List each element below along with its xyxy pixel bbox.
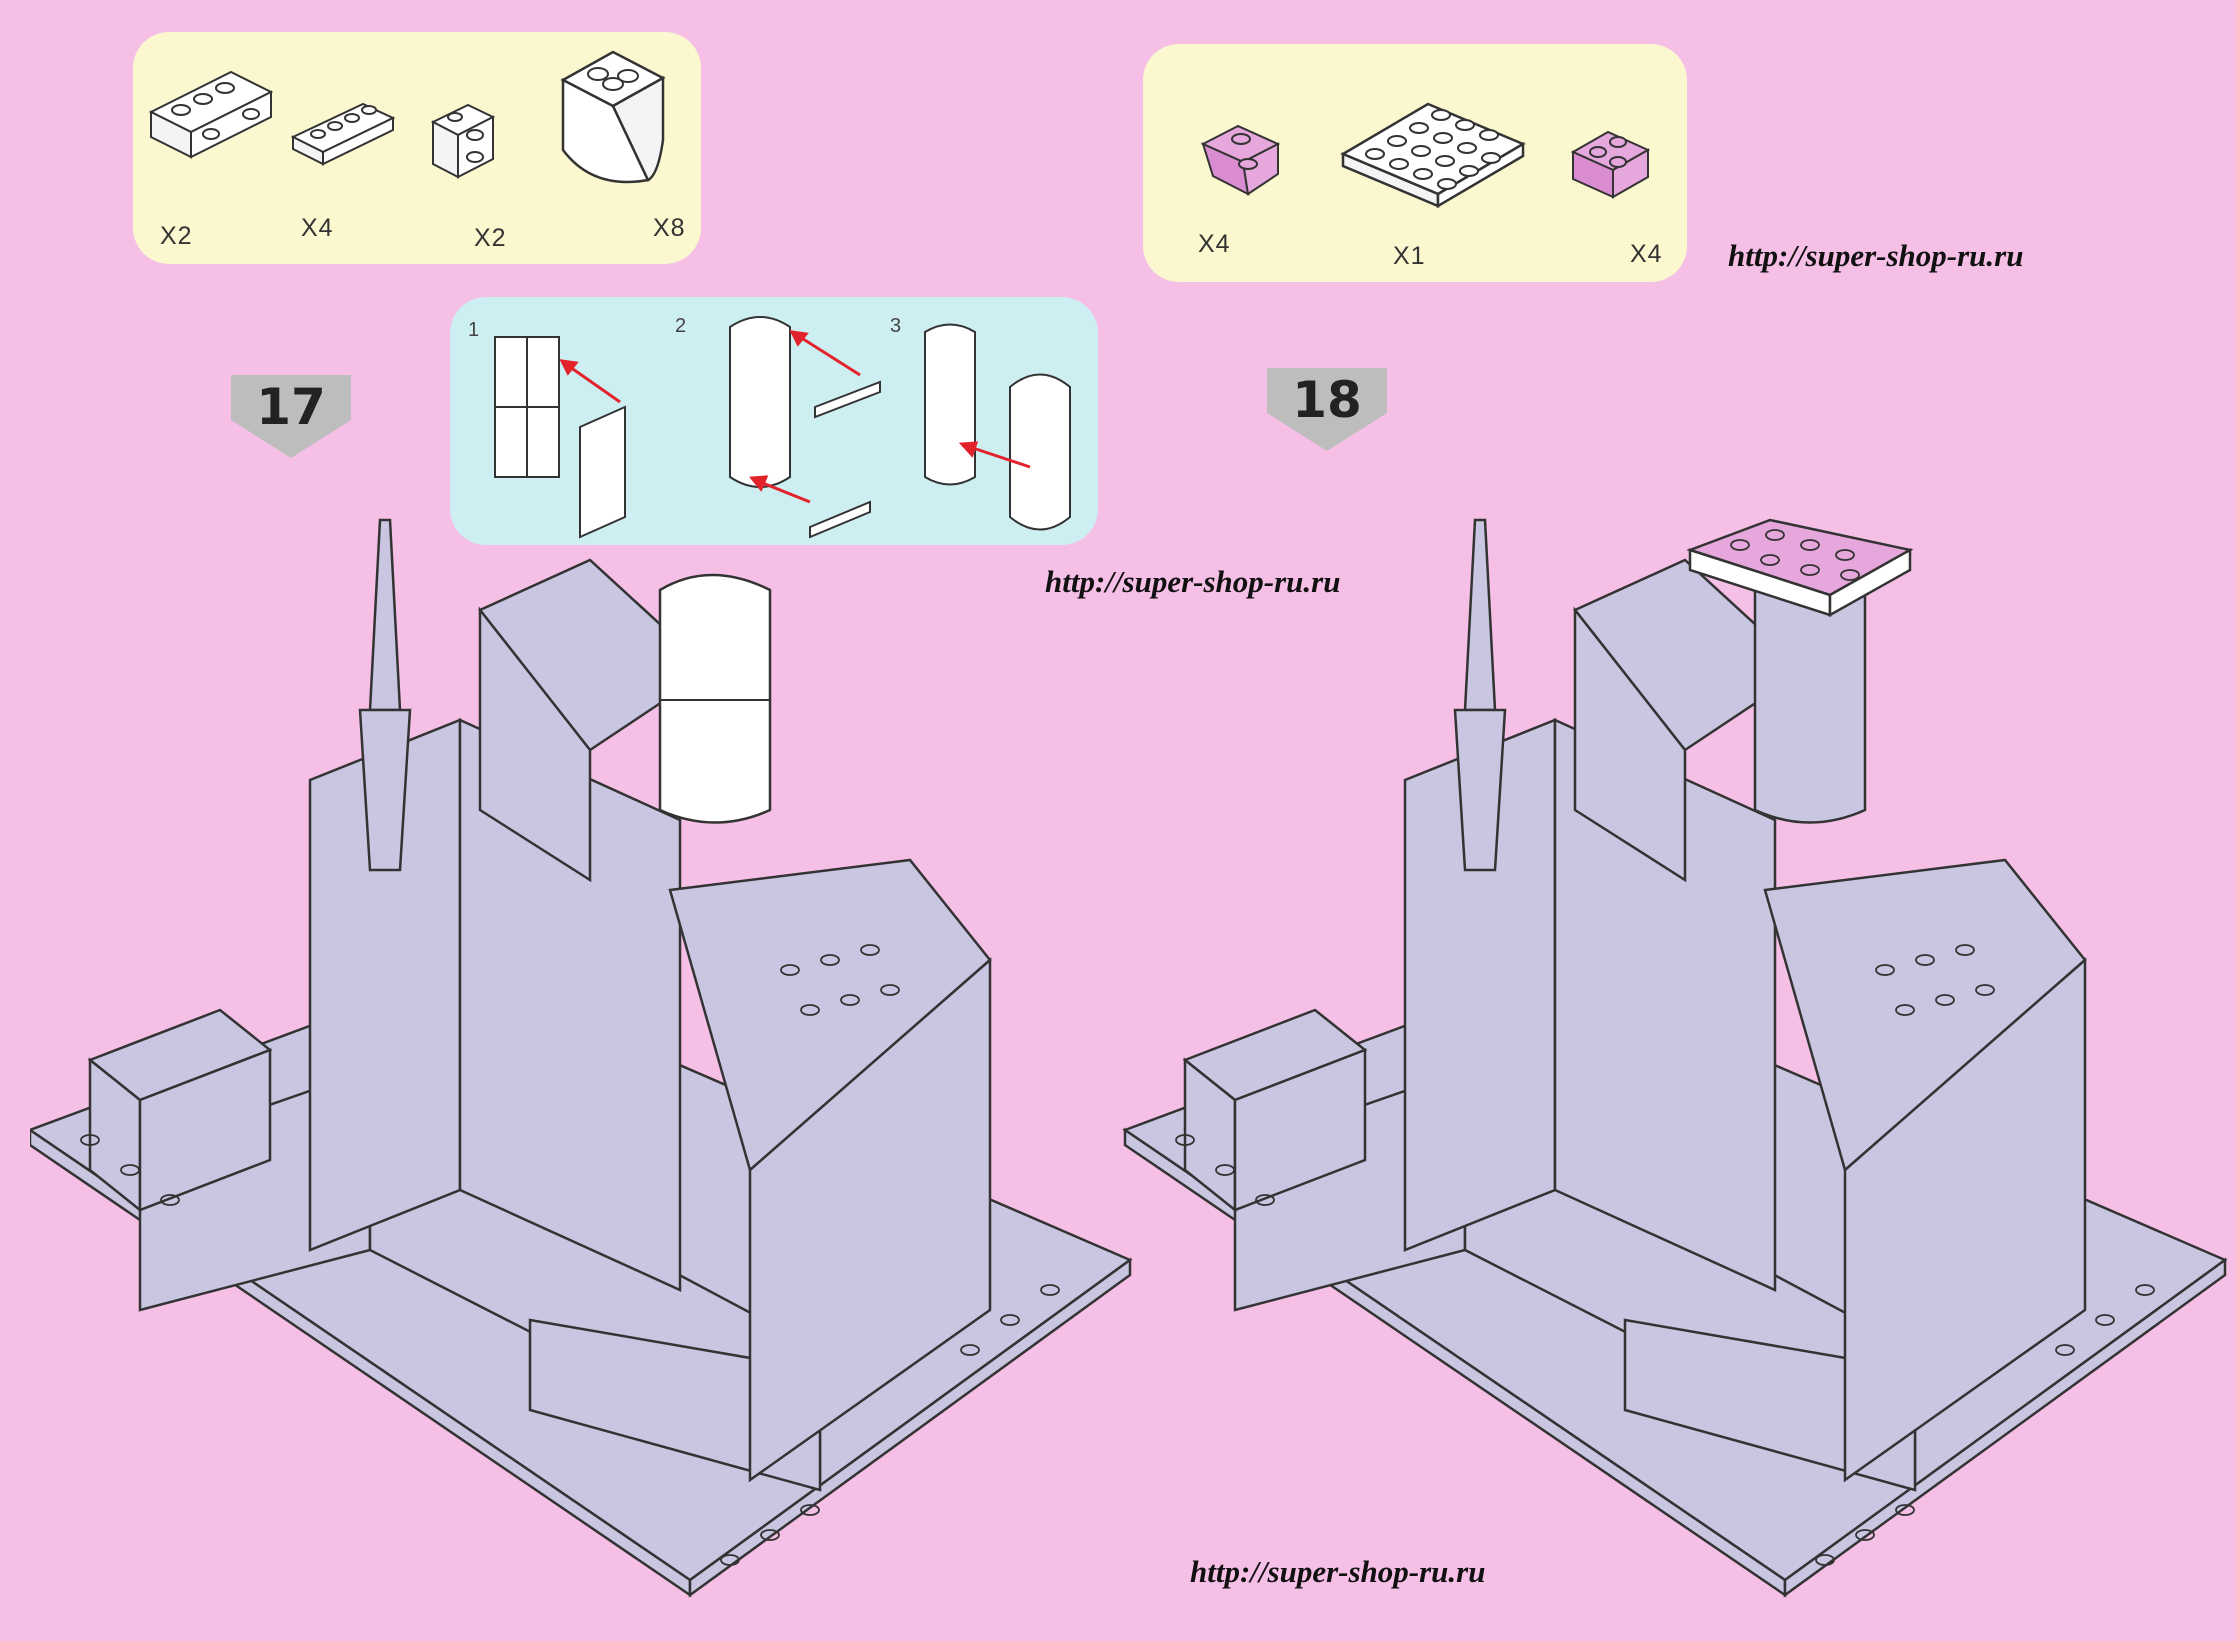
parts-panel-step-18: X4 X1 X4 <box>1143 44 1687 282</box>
part-qty: X2 <box>474 224 507 252</box>
plate-1x4-icon <box>290 102 396 166</box>
step-number: 17 <box>256 378 326 436</box>
step-arrow-shape <box>231 375 351 458</box>
part-qty: X1 <box>1393 242 1426 270</box>
part-qty: X4 <box>1630 240 1663 268</box>
step-badge-18: 18 <box>1262 363 1392 453</box>
part-qty: X2 <box>160 222 193 250</box>
sub-step-panel: 1 2 3 <box>450 297 1098 545</box>
step-badge-17: 17 <box>226 370 356 460</box>
sub-step-assembly-diagram <box>494 316 1071 539</box>
part-qty: X4 <box>301 214 334 242</box>
step-number: 18 <box>1292 371 1362 429</box>
parts-panel-step-17: X2 X4 X2 X8 <box>133 32 701 264</box>
part-qty: X8 <box>653 214 686 242</box>
watermark-url: http://super-shop-ru.ru <box>1728 238 2024 273</box>
brick-1x2-side-studs-icon <box>430 103 496 179</box>
step-arrow-shape <box>1267 368 1387 451</box>
castle-model-step-17 <box>30 518 1133 1598</box>
part-qty: X4 <box>1198 230 1231 258</box>
castle-model-step-18 <box>1122 518 2228 1598</box>
watermark-url: http://super-shop-ru.ru <box>1045 564 1341 599</box>
pink-slope-brick-icon <box>1200 124 1281 196</box>
plate-4x4-icon <box>1340 102 1526 209</box>
sub-step-number: 3 <box>890 315 902 337</box>
brick-1x4-side-studs-icon <box>148 70 274 159</box>
sub-step-number: 2 <box>675 315 687 337</box>
watermark-url: http://super-shop-ru.ru <box>1190 1554 1486 1589</box>
quarter-round-brick-icon <box>560 50 666 184</box>
sub-step-number: 1 <box>468 319 480 341</box>
pink-corner-brick-icon <box>1570 130 1651 199</box>
